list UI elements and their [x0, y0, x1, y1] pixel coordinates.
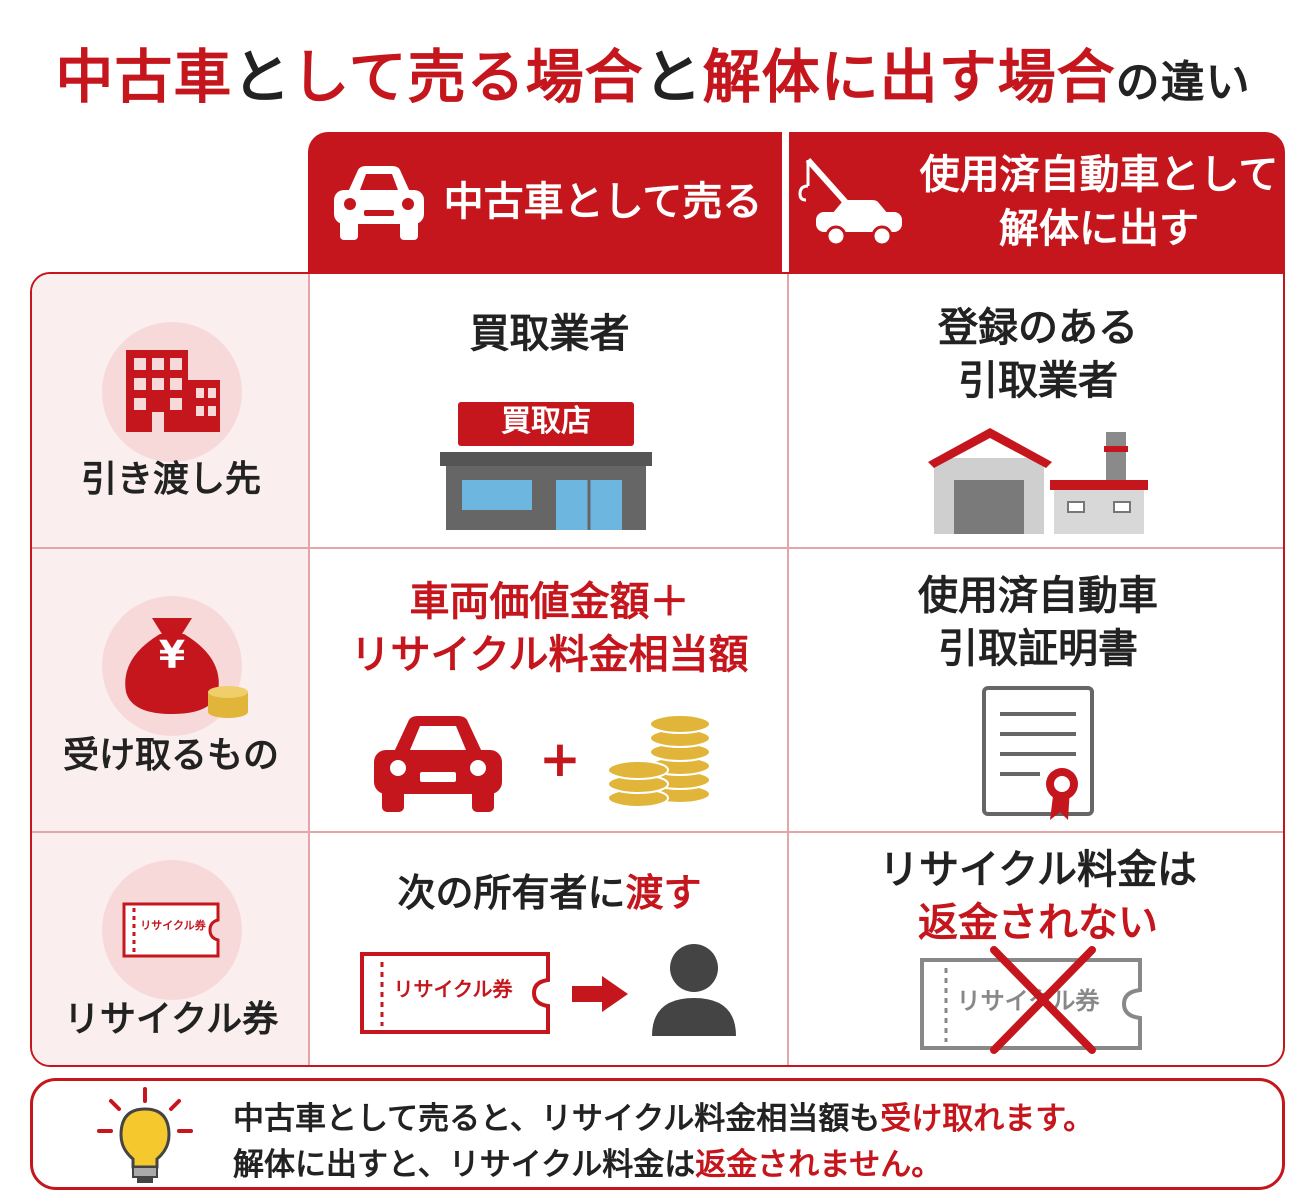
title-part: と — [232, 43, 292, 111]
red-car-icon — [374, 716, 502, 812]
building-icon — [126, 350, 220, 432]
row-label-delivery: 引き渡し先 — [80, 459, 261, 500]
row-label-ticket: リサイクル券 — [63, 999, 279, 1040]
column-header-scrap: 使用済自動車として 解体に出す — [789, 132, 1285, 272]
collector-line: 引取業者 — [958, 357, 1118, 404]
no-refund-line: リサイクル料金は — [879, 847, 1197, 893]
recycle-ticket-icon-red — [360, 952, 550, 1034]
note-line-2: 解体に出すと、リサイクル料金は返金されません。 — [233, 1139, 942, 1184]
tow-truck-icon — [798, 158, 902, 247]
cross-icon — [990, 946, 1096, 1054]
vehicle-value-text: 車両価値金額＋ リサイクル料金相当額 — [312, 576, 787, 682]
money-bag-icon — [125, 618, 248, 718]
ticket-label-small: リサイクル券 — [140, 919, 206, 932]
title-part: 中古車 — [55, 43, 233, 111]
column-header-scrap-line: 使用済自動車として — [919, 152, 1279, 198]
person-icon — [652, 944, 736, 1036]
recycle-ticket-icon — [122, 902, 220, 958]
row-label-receive: 受け取るもの — [62, 735, 279, 776]
buyer-text: 買取業者 — [469, 311, 630, 357]
column-header-scrap-line: 解体に出す — [999, 206, 1199, 252]
light-bulb-icon — [97, 1087, 193, 1183]
value-line: 車両価値金額＋ — [409, 579, 690, 625]
shop-icon — [440, 402, 652, 530]
ticket-icon-circle — [102, 860, 242, 1000]
note-line-1: 中古車として売ると、リサイクル料金相当額も受け取れます。 — [233, 1093, 1094, 1138]
no-refund-line: 返金されない — [918, 899, 1158, 946]
registered-collector-text: 登録のある 引取業者 — [789, 302, 1283, 408]
arrow-right-icon — [572, 976, 628, 1012]
value-line: リサイクル料金相当額 — [350, 631, 749, 678]
ticket-label: リサイクル券 — [393, 977, 513, 1001]
column-header-sell: 中古車として売る — [308, 132, 782, 272]
factory-icon — [928, 428, 1148, 534]
certificate-line: 引取証明書 — [938, 625, 1138, 672]
yen-symbol: ¥ — [158, 633, 186, 677]
title-part: の違い — [1115, 57, 1251, 108]
collector-line: 登録のある — [938, 305, 1138, 351]
row-divider — [32, 547, 1283, 549]
title-part: 解体に出す場合 — [702, 43, 1116, 111]
title-part: して売る場合 — [291, 43, 644, 111]
column-header-sell-label: 中古車として売る — [443, 179, 763, 225]
summary-note: 中古車として売ると、リサイクル料金相当額も受け取れます。 解体に出すと、リサイク… — [30, 1078, 1285, 1190]
title-part: と — [643, 43, 703, 111]
pass-text-a: 次の所有者に — [397, 871, 626, 915]
column-header-scrap-label: 使用済自動車として 解体に出す — [920, 148, 1279, 256]
money-bag-icon-circle — [102, 596, 248, 736]
recycle-ticket-icon-gray — [920, 958, 1142, 1050]
page-title: 中古車として売る場合と解体に出す場合の違い — [0, 30, 1306, 114]
plus-sign: + — [539, 730, 581, 788]
pass-to-next-owner-text: 次の所有者に渡す — [312, 868, 787, 918]
note-line-2-b: 返金されません。 — [695, 1147, 943, 1183]
note-line-1-b: 受け取れます。 — [880, 1101, 1095, 1137]
no-refund-text: リサイクル料金は 返金されない — [789, 844, 1283, 950]
certificate-text: 使用済自動車 引取証明書 — [789, 570, 1283, 676]
note-line-2-a: 解体に出すと、リサイクル料金は — [233, 1147, 696, 1183]
row-divider — [32, 831, 1283, 833]
column-divider — [787, 274, 789, 1065]
car-icon — [333, 166, 424, 240]
building-icon-circle — [102, 322, 242, 462]
certificate-icon — [982, 686, 1094, 820]
shop-sign-text: 買取店 — [501, 404, 591, 439]
certificate-line: 使用済自動車 — [918, 573, 1158, 619]
comparison-table: 引き渡し先 買取業者 買取店 登録のある 引取業者 ¥ — [30, 272, 1285, 1067]
coins-icon — [607, 714, 711, 808]
pass-text-b: 渡す — [625, 871, 702, 915]
note-line-1-a: 中古車として売ると、リサイクル料金相当額も — [233, 1101, 881, 1137]
